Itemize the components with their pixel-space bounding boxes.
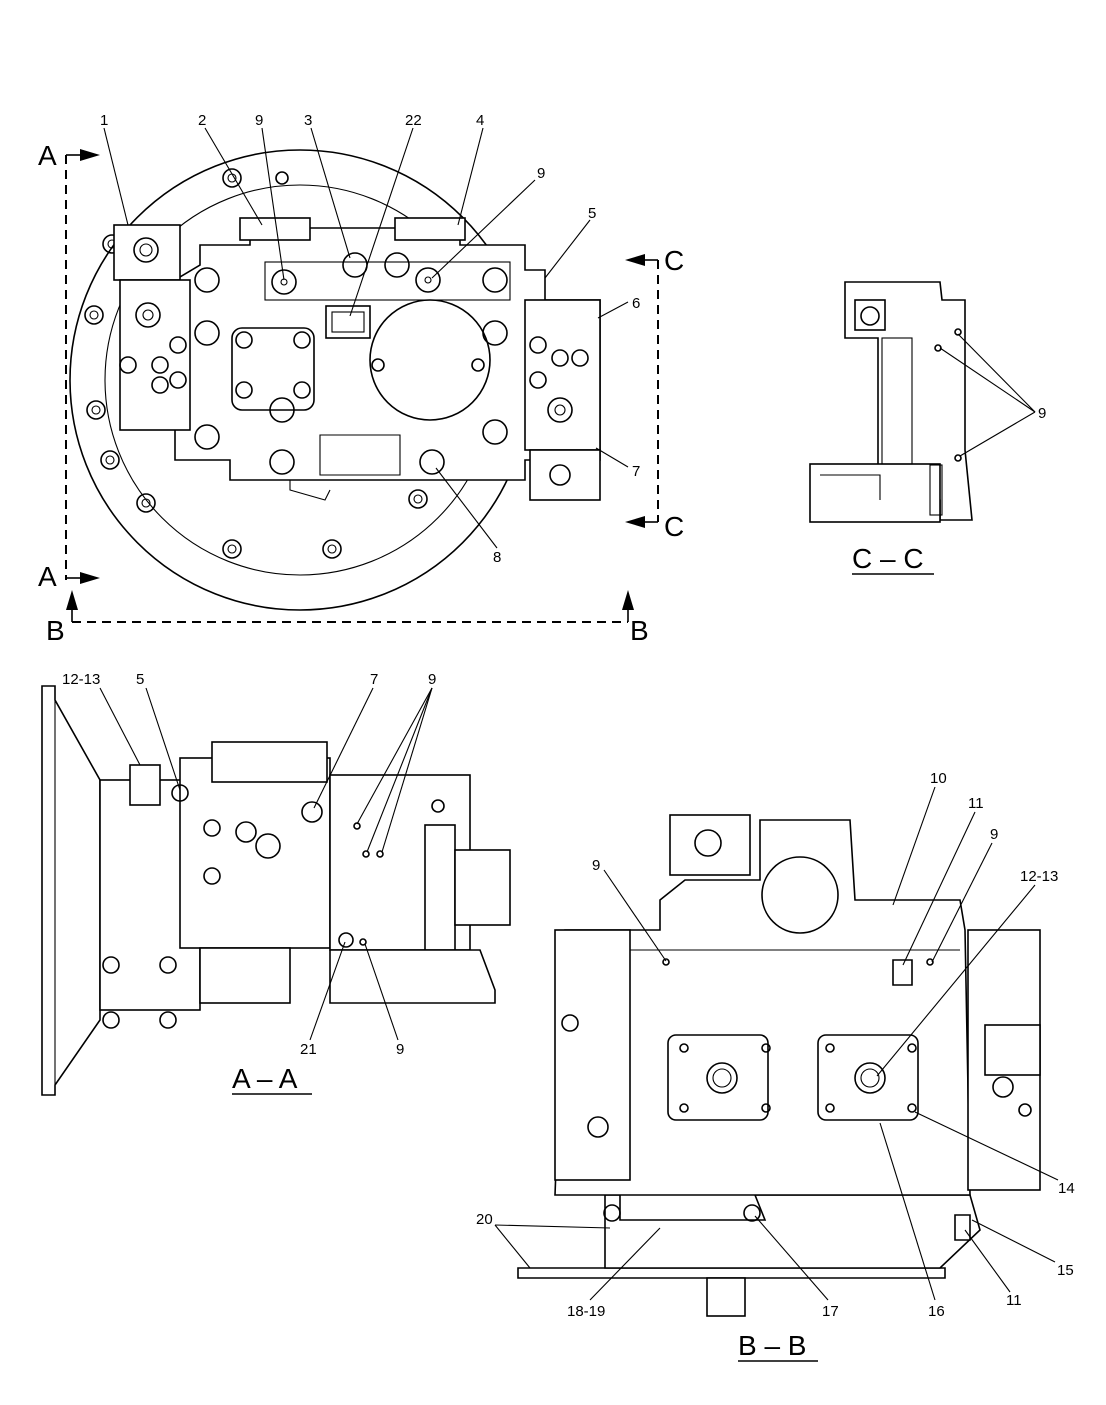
callout-20: 20 xyxy=(476,1211,493,1228)
callout-1: 1 xyxy=(100,112,108,129)
callout-16: 16 xyxy=(928,1303,945,1320)
callout-17: 17 xyxy=(822,1303,839,1320)
callout-11: 11 xyxy=(968,795,984,812)
callouts-bb: 10 11 9 9 12-13 14 15 11 16 17 18-19 20 xyxy=(476,770,1075,1320)
callout-5: 5 xyxy=(588,205,596,222)
section-marker-c-top: C xyxy=(664,245,684,276)
section-view-aa xyxy=(41,685,511,1096)
callout-9: 9 xyxy=(428,671,436,688)
name-plate xyxy=(325,305,371,339)
callout-12-13: 12-13 xyxy=(1020,868,1058,885)
section-view-cc xyxy=(809,281,973,523)
flange-bolts xyxy=(84,168,428,559)
left-regulator xyxy=(113,224,181,281)
callout-9: 9 xyxy=(255,112,263,129)
bb-top-valve xyxy=(669,814,751,876)
callout-21: 21 xyxy=(300,1041,317,1058)
aa-flange xyxy=(41,685,101,1096)
aa-main-housing xyxy=(179,757,331,949)
callout-4: 4 xyxy=(476,112,484,129)
callout-18-19: 18-19 xyxy=(567,1303,605,1320)
bb-flange xyxy=(517,1267,946,1279)
section-marker-a-top: A xyxy=(38,140,57,171)
right-valve-block xyxy=(524,299,601,451)
callout-7: 7 xyxy=(632,463,640,480)
leader-lines xyxy=(99,127,1059,1301)
left-valve-block xyxy=(119,279,191,431)
bb-left-cover xyxy=(667,1034,769,1121)
section-cut-lines xyxy=(65,149,659,623)
section-title-cc: C – C xyxy=(852,543,924,574)
section-marker-a-bottom: A xyxy=(38,561,57,592)
callout-9: 9 xyxy=(537,165,545,182)
callout-9: 9 xyxy=(990,826,998,843)
callout-14: 14 xyxy=(1058,1180,1075,1197)
callout-22: 22 xyxy=(405,112,422,129)
callout-8: 8 xyxy=(493,549,501,566)
callout-9: 9 xyxy=(1038,405,1046,422)
section-marker-b-right: B xyxy=(630,615,649,646)
pump-cover-circle xyxy=(369,299,491,421)
callouts-main: 1 2 9 3 22 4 9 5 6 7 8 xyxy=(100,112,640,566)
cc-base xyxy=(809,463,941,523)
callout-5: 5 xyxy=(136,671,144,688)
section-titles: A – A B – B C – C xyxy=(232,543,934,1362)
top-cap-right xyxy=(394,217,466,241)
callout-9: 9 xyxy=(396,1041,404,1058)
callout-15: 15 xyxy=(1057,1262,1074,1279)
main-view xyxy=(69,149,601,611)
callout-11: 11 xyxy=(1006,1292,1022,1309)
callout-2: 2 xyxy=(198,112,206,129)
section-markers: A A B B C C xyxy=(38,140,684,646)
callout-10: 10 xyxy=(930,770,947,787)
bb-left-valve xyxy=(554,929,631,1181)
section-view-bb xyxy=(517,814,1041,1317)
section-title-bb: B – B xyxy=(738,1330,806,1361)
bb-right-cover xyxy=(817,1034,919,1121)
callouts-aa: 12-13 5 7 9 21 9 xyxy=(62,671,436,1058)
callout-12-13: 12-13 xyxy=(62,671,100,688)
bb-shaft xyxy=(706,1277,746,1317)
section-marker-b-left: B xyxy=(46,615,65,646)
callout-3: 3 xyxy=(304,112,312,129)
bb-port xyxy=(761,856,839,934)
callout-9: 9 xyxy=(592,857,600,874)
callouts-cc: 9 xyxy=(1038,405,1046,422)
callout-7: 7 xyxy=(370,671,378,688)
section-title-aa: A – A xyxy=(232,1063,298,1094)
right-regulator xyxy=(529,449,601,501)
callout-6: 6 xyxy=(632,295,640,312)
section-marker-c-bottom: C xyxy=(664,511,684,542)
